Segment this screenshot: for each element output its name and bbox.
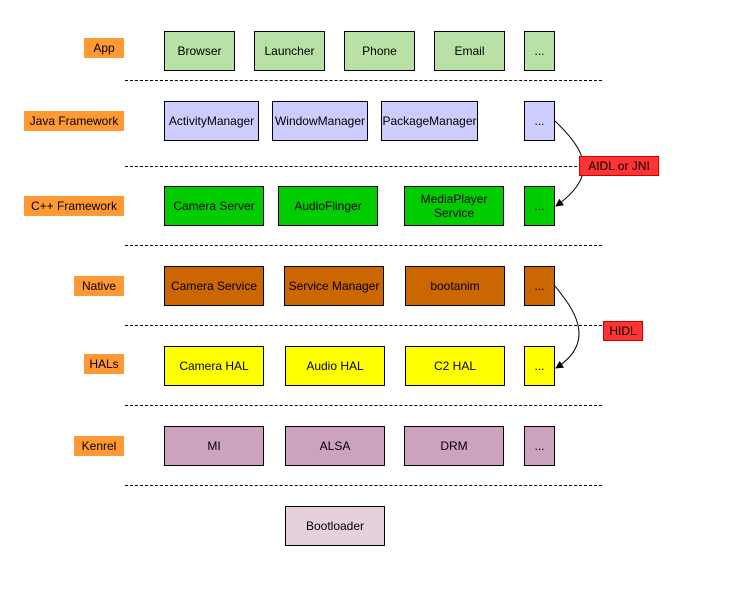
- app-more: ...: [524, 31, 555, 71]
- java-activity-manager: ActivityManager: [164, 101, 259, 141]
- native-more: ...: [524, 266, 555, 306]
- native-bootanim: bootanim: [405, 266, 505, 306]
- annotation-hidl: HIDL: [603, 321, 643, 341]
- bootloader: Bootloader: [285, 506, 385, 546]
- app-launcher: Launcher: [254, 31, 325, 71]
- cpp-more: ...: [524, 186, 555, 226]
- java-package-manager: PackageManager: [381, 101, 478, 141]
- kernel-more: ...: [524, 426, 555, 466]
- separator-5: [125, 405, 602, 406]
- kernel-mi: MI: [164, 426, 264, 466]
- kernel-alsa: ALSA: [285, 426, 385, 466]
- app-email: Email: [434, 31, 505, 71]
- separator-4: [125, 325, 602, 326]
- layer-label-cpp-framework: C++ Framework: [24, 196, 124, 216]
- separator-3: [125, 245, 602, 246]
- hal-audio: Audio HAL: [285, 346, 385, 386]
- kernel-drm: DRM: [404, 426, 504, 466]
- hal-camera: Camera HAL: [164, 346, 264, 386]
- layer-label-native: Native: [74, 276, 124, 296]
- layer-label-kernel: Kenrel: [74, 436, 124, 456]
- native-service-manager: Service Manager: [284, 266, 384, 306]
- native-camera-service: Camera Service: [164, 266, 264, 306]
- layer-label-app: App: [84, 38, 124, 58]
- separator-6: [125, 485, 602, 486]
- layer-label-hals: HALs: [84, 354, 124, 374]
- app-phone: Phone: [344, 31, 415, 71]
- java-window-manager: WindowManager: [272, 101, 368, 141]
- cpp-mediaplayer-service: MediaPlayer Service: [404, 186, 504, 226]
- separator-1: [125, 80, 602, 81]
- cpp-audioflinger: AudioFlinger: [278, 186, 378, 226]
- hal-more: ...: [524, 346, 555, 386]
- separator-2: [125, 166, 602, 167]
- hidl-arrow: [554, 285, 580, 369]
- app-browser: Browser: [164, 31, 235, 71]
- layer-label-java-framework: Java Framework: [24, 111, 124, 131]
- hal-c2: C2 HAL: [405, 346, 505, 386]
- cpp-camera-server: Camera Server: [164, 186, 264, 226]
- java-more: ...: [524, 101, 555, 141]
- annotation-aidl-jni: AIDL or JNI: [579, 156, 659, 176]
